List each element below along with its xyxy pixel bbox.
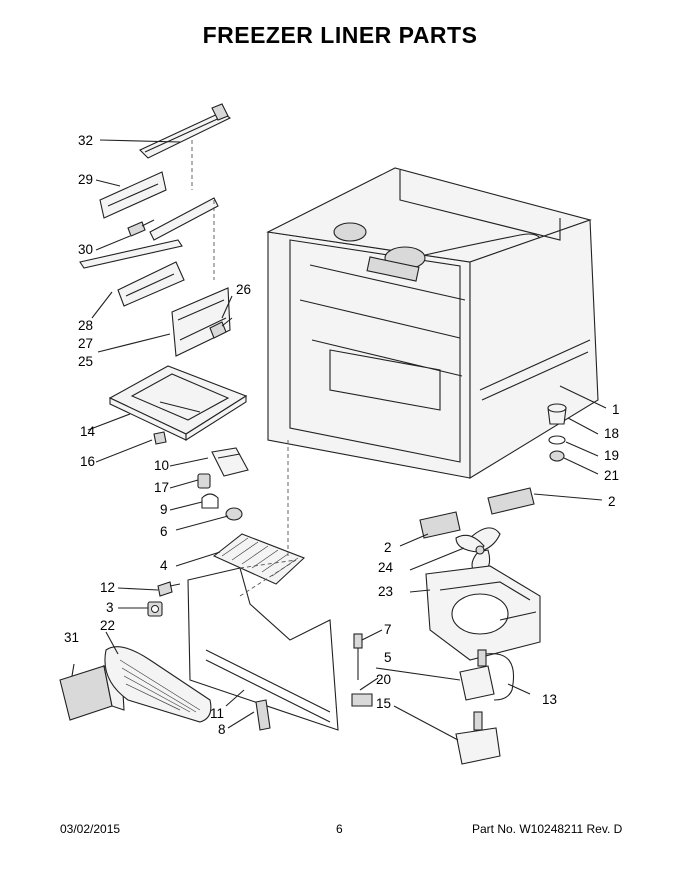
callout-28: 28 xyxy=(78,318,93,333)
footer-date: 03/02/2015 xyxy=(60,822,121,836)
callout-2-lower: 2 xyxy=(384,540,392,555)
callout-7: 7 xyxy=(384,622,392,637)
callout-14: 14 xyxy=(80,424,96,439)
callout-8: 8 xyxy=(218,722,226,737)
callout-27: 27 xyxy=(78,336,93,351)
part-7-sensor xyxy=(353,633,363,680)
part-12-screw xyxy=(157,581,181,597)
callout-13: 13 xyxy=(542,692,557,707)
leader-lines xyxy=(71,139,607,741)
part-23-fan-shroud xyxy=(425,565,541,661)
part-32-rail xyxy=(139,103,232,159)
callout-9: 9 xyxy=(160,502,168,517)
part-2-foam-pad-a xyxy=(487,487,535,515)
part-21-cap xyxy=(549,450,565,462)
footer-part-number: Part No. W10248211 Rev. D xyxy=(472,822,623,836)
callout-22: 22 xyxy=(100,618,115,633)
callout-11: 11 xyxy=(210,706,224,721)
part-11-evaporator-cover xyxy=(187,559,339,731)
part-15-bracket xyxy=(455,711,501,765)
callout-16: 16 xyxy=(80,454,95,469)
callout-4: 4 xyxy=(160,558,168,573)
part-6-socket xyxy=(225,507,243,521)
part-10-housing xyxy=(211,447,249,477)
part-28-bracket xyxy=(79,239,185,307)
callout-24: 24 xyxy=(378,560,394,575)
part-25-27-bracket xyxy=(171,287,231,357)
part-18-grommet xyxy=(547,403,567,425)
freezer-liner xyxy=(266,167,599,479)
callout-31: 31 xyxy=(64,630,79,645)
part-8-thermostat xyxy=(255,699,271,731)
callout-2-upper: 2 xyxy=(608,494,616,509)
callout-1: 1 xyxy=(612,402,620,417)
callout-17: 17 xyxy=(154,480,169,495)
part-3-damper xyxy=(147,601,163,617)
page-title: FREEZER LINER PARTS xyxy=(202,22,478,48)
callout-20: 20 xyxy=(376,672,391,687)
callout-5: 5 xyxy=(384,650,392,665)
callout-25: 25 xyxy=(78,354,93,369)
callout-21: 21 xyxy=(604,468,619,483)
part-26-screw xyxy=(209,317,233,339)
callout-30: 30 xyxy=(78,242,93,257)
callout-18: 18 xyxy=(604,426,619,441)
part-2-foam-pad-b xyxy=(419,511,461,539)
callout-32: 32 xyxy=(78,133,93,148)
callout-29: 29 xyxy=(78,172,93,187)
part-19-washer xyxy=(548,435,566,445)
callout-12: 12 xyxy=(100,580,115,595)
part-5-fan-motor xyxy=(459,649,515,701)
callout-26: 26 xyxy=(236,282,251,297)
callout-15: 15 xyxy=(376,696,391,711)
callout-6: 6 xyxy=(160,524,168,539)
part-17-thermistor xyxy=(197,473,211,489)
callout-10: 10 xyxy=(154,458,169,473)
part-29-track xyxy=(99,171,219,241)
callout-19: 19 xyxy=(604,448,619,463)
callout-3: 3 xyxy=(106,600,114,615)
part-22-grille-panel xyxy=(104,646,212,723)
part-4-grille xyxy=(212,533,306,585)
footer-page-number: 6 xyxy=(336,822,343,836)
part-9-bulb xyxy=(201,493,219,509)
callout-23: 23 xyxy=(378,584,393,599)
callout-labels: 32 29 30 26 28 27 25 14 16 10 17 9 6 4 1… xyxy=(64,133,620,737)
part-16-clip xyxy=(153,431,167,445)
part-14-cover xyxy=(108,365,248,441)
part-30-screw xyxy=(127,219,155,237)
part-20-heater xyxy=(351,693,373,707)
